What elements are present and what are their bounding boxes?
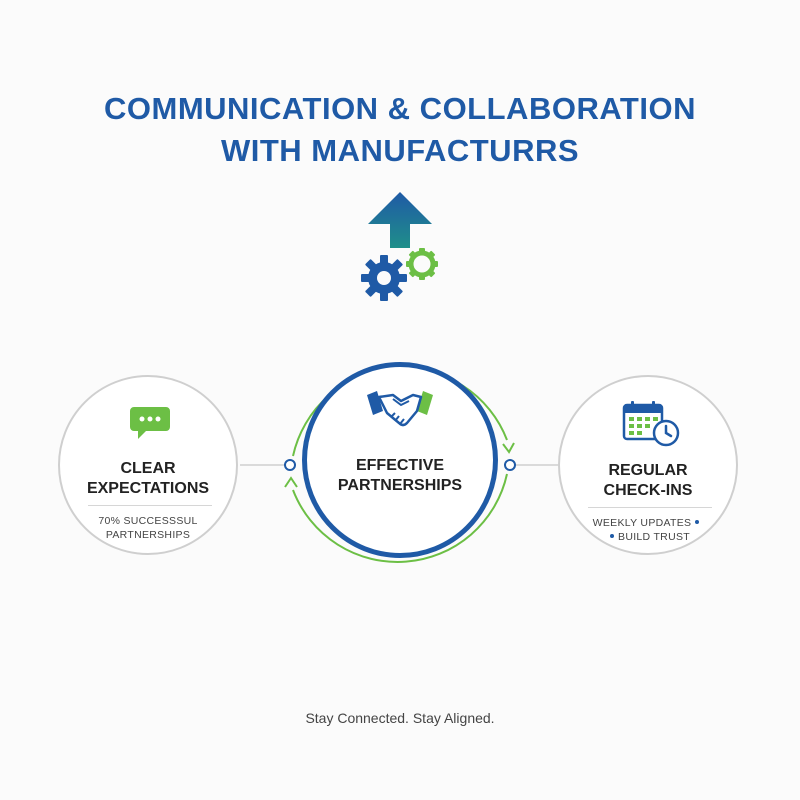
node-subtitle-line-2: BUILD TRUST (618, 531, 690, 543)
cycle-arrowhead-right (502, 442, 515, 454)
node-subtitle: 70% SUCCESSSUL PARTNERSHIPS (98, 515, 198, 541)
gear-small-icon (406, 248, 438, 280)
node-title: REGULAR CHECK-INS (603, 462, 693, 499)
cycle-arrowhead-left (284, 476, 298, 488)
connector-node-right (504, 459, 516, 471)
node-subtitle-line-1: WEEKLY UPDATES (592, 517, 692, 529)
tagline: Stay Connected. Stay Aligned. (305, 710, 495, 726)
connector-node-left (284, 459, 296, 471)
arrow-gears-icon (361, 192, 438, 301)
node-regular-check-ins: REGULAR CHECK-INS WEEKLY UPDATES BUILD T… (558, 375, 738, 555)
arrow-up-icon (368, 192, 432, 248)
node-subtitle: WEEKLY UPDATES BUILD TRUST (560, 516, 736, 544)
node-clear-expectations: CLEAR EXPECTATIONS 70% SUCCESSSUL PARTNE… (58, 375, 238, 555)
title-line-2: WITH MANUFACTURRS (220, 133, 580, 168)
node-title: EFFECTIVE PARTNERSHIPS (337, 457, 463, 494)
bullet-dot (610, 534, 615, 539)
divider (88, 505, 212, 506)
calendar-clock-icon (622, 401, 680, 447)
gear-icon (361, 255, 407, 301)
node-effective-partnerships: EFFECTIVE PARTNERSHIPS (302, 362, 498, 558)
bullet-dot (695, 520, 700, 525)
chat-bubble-icon (130, 407, 170, 439)
divider (588, 507, 712, 508)
handshake-icon (367, 391, 433, 427)
node-title: CLEAR EXPECTATIONS (86, 460, 210, 497)
page-title: COMMUNICATION & COLLABORATION WITH MANUF… (0, 88, 800, 172)
cycle-arc-bottom (292, 473, 508, 563)
title-line-1: COMMUNICATION & COLLABORATION (104, 91, 696, 126)
